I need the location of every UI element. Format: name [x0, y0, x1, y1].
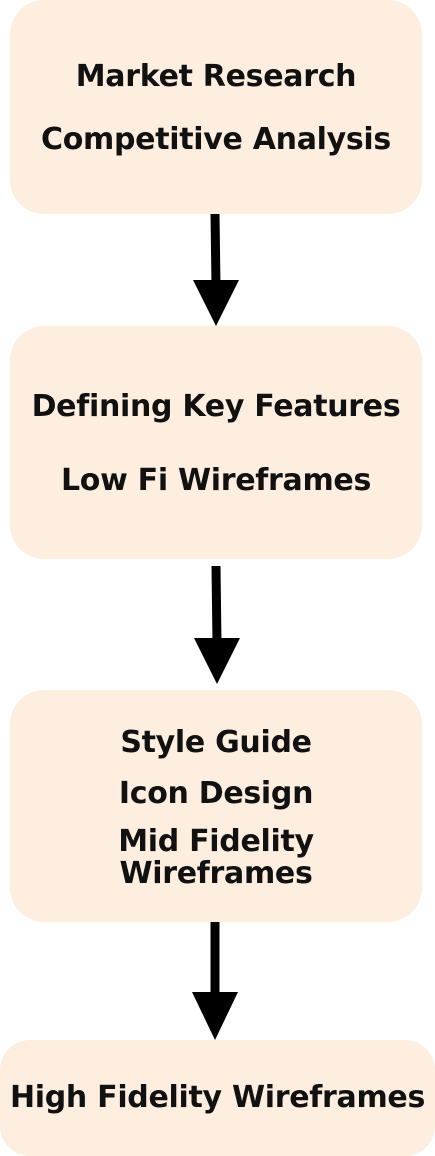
step-box-high-fidelity: High Fidelity Wireframes [0, 1040, 435, 1156]
step-label: Competitive Analysis [41, 122, 391, 157]
step-label: Style Guide [120, 725, 312, 760]
arrow-shaft [211, 565, 222, 645]
flow-arrow-3 [192, 922, 238, 1040]
step-box-style: Style Guide Icon Design Mid Fidelity Wir… [10, 690, 422, 922]
step-box-features: Defining Key Features Low Fi Wireframes [10, 326, 422, 559]
step-label: Defining Key Features [31, 389, 401, 424]
flow-arrow-2 [194, 565, 240, 684]
step-label: Market Research [75, 59, 357, 94]
arrow-head [192, 992, 238, 1040]
step-label: Icon Design [118, 776, 314, 811]
arrow-head [193, 280, 239, 326]
step-label: Wireframes [119, 856, 313, 891]
step-box-research: Market Research Competitive Analysis [10, 0, 422, 214]
step-label: Low Fi Wireframes [60, 463, 372, 498]
step-label: Mid Fidelity [118, 824, 314, 859]
flow-arrow-1 [193, 213, 239, 326]
step-label: High Fidelity Wireframes [9, 1080, 426, 1115]
arrow-head [194, 638, 240, 684]
arrow-shaft [210, 213, 221, 287]
